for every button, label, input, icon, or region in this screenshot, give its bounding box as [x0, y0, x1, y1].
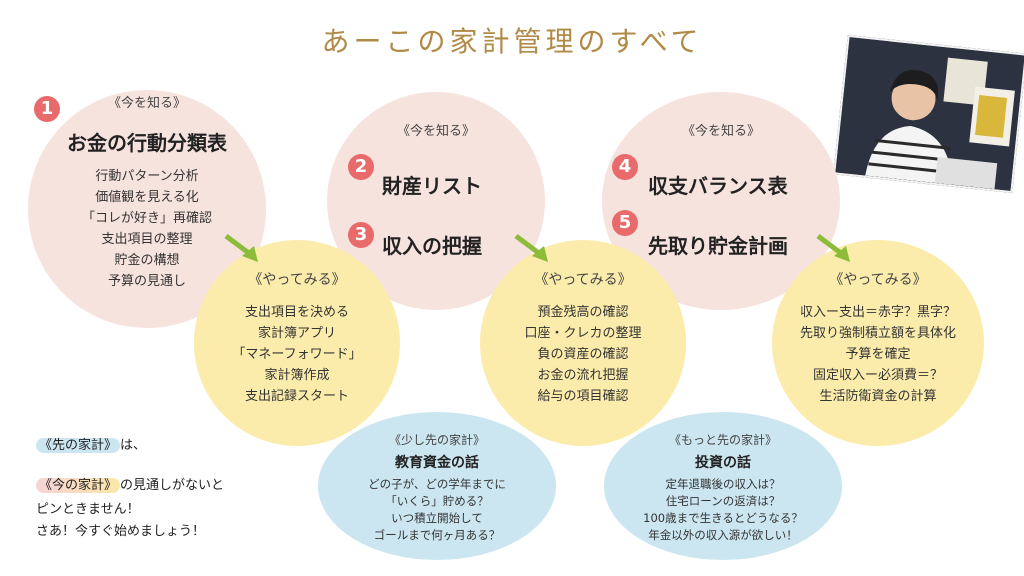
- try-circle-3: [772, 240, 984, 446]
- list-item: 価値観を見える化: [95, 190, 199, 205]
- list-item: 生活防衛資金の計算: [819, 389, 937, 404]
- future-tag: 《先の家計》: [36, 438, 121, 453]
- future-head-1: 教育資金の話: [395, 455, 479, 471]
- know-list-1: 行動パターン分析 価値観を見える化 「コレが好き」再確認 支出項目の整理 貯金の…: [28, 166, 266, 292]
- future-label-2: 《もっと先の家計》: [668, 433, 777, 447]
- note-line-2: 《今の家計》の見通しがないと: [36, 476, 224, 496]
- step-badge-4: 4: [612, 154, 638, 180]
- list-item: 家計簿アプリ: [257, 326, 336, 341]
- list-item: 負の資産の確認: [537, 347, 629, 362]
- note-line-4: さあ！今すぐ始めましょう！: [36, 524, 206, 539]
- future-circle-2: [604, 412, 842, 560]
- list-item: 預金残高の確認: [537, 305, 629, 320]
- try-circle-2: [480, 240, 686, 446]
- try-list-2: 預金残高の確認 口座・クレカの整理 負の資産の確認 お金の流れ把握 給与の項目確…: [480, 302, 686, 407]
- note-line-1: 《先の家計》は、: [36, 436, 146, 456]
- step-label-4: 収支バランス表: [648, 174, 788, 198]
- list-item: 収入ー支出＝赤字？黒字？: [799, 305, 956, 320]
- list-item: 年金以外の収入源が欲しい！: [648, 528, 798, 542]
- try-label-2: 《やってみる》: [534, 272, 632, 288]
- note-text: の見通しがないと: [120, 478, 225, 493]
- list-item: 口座・クレカの整理: [524, 326, 642, 341]
- list-item: 貯金の構想: [114, 253, 180, 268]
- list-item: いつ積立開始して: [391, 511, 483, 525]
- list-item: 家計簿作成: [264, 368, 330, 383]
- step-label-5: 先取り貯金計画: [648, 234, 788, 258]
- step-label-1: お金の行動分類表: [67, 131, 227, 155]
- arrow-icon: [224, 234, 258, 262]
- list-item: 100歳まで生きるとどうなる？: [643, 511, 803, 525]
- step-badge-2: 2: [348, 154, 374, 180]
- know-label-3: 《今を知る》: [681, 124, 760, 139]
- list-item: 住宅ローンの返済は？: [665, 494, 781, 508]
- step-badge-1: 1: [34, 96, 60, 122]
- list-item: 行動パターン分析: [95, 169, 199, 184]
- list-item: ゴールまで何ヶ月ある？: [373, 528, 501, 542]
- future-circle-1: [318, 412, 556, 560]
- future-label-1: 《少し先の家計》: [388, 433, 485, 447]
- list-item: 予算の見通し: [107, 274, 186, 289]
- list-item: どの子が、どの学年までに: [368, 477, 506, 491]
- arrow-icon: [514, 234, 548, 262]
- list-item: 「いくら」貯める？: [385, 494, 489, 508]
- step-badge-5: 5: [612, 210, 638, 236]
- list-item: お金の流れ把握: [537, 368, 629, 383]
- note-line-3: ピンときません！: [36, 502, 140, 517]
- try-label-1: 《やってみる》: [248, 272, 346, 288]
- note-text: は、: [120, 438, 147, 453]
- try-circle-1: [194, 240, 400, 446]
- list-item: 予算を確定: [845, 347, 911, 362]
- future-list-2: 定年退職後の収入は？ 住宅ローンの返済は？ 100歳まで生きるとどうなる？ 年金…: [604, 476, 842, 544]
- list-item: 支出記録スタート: [244, 389, 349, 404]
- list-item: 給与の項目確認: [537, 389, 629, 404]
- page-title: あーこの家計管理のすべて: [321, 25, 703, 58]
- list-item: 先取り強制積立額を具体化: [799, 326, 956, 341]
- future-list-1: どの子が、どの学年までに 「いくら」貯める？ いつ積立開始して ゴールまで何ヶ月…: [318, 476, 556, 544]
- know-label-2: 《今を知る》: [396, 124, 475, 139]
- list-item: 固定収入ー必須費＝？: [812, 368, 943, 383]
- step-badge-3: 3: [348, 222, 374, 248]
- list-item: 定年退職後の収入は？: [665, 477, 781, 491]
- step-label-3: 収入の把握: [382, 234, 482, 258]
- know-label-1: 《今を知る》: [107, 96, 186, 111]
- list-item: 「マネーフォワード」: [232, 347, 362, 362]
- arrow-icon: [816, 234, 850, 262]
- try-list-3: 収入ー支出＝赤字？黒字？ 先取り強制積立額を具体化 予算を確定 固定収入ー必須費…: [772, 302, 984, 407]
- author-photo: [833, 34, 1024, 194]
- list-item: 支出項目を決める: [244, 305, 349, 320]
- step-label-2: 財産リスト: [382, 174, 482, 198]
- now-tag: 《今の家計》: [36, 478, 121, 493]
- list-item: 「コレが好き」再確認: [81, 211, 212, 226]
- future-head-2: 投資の話: [695, 455, 751, 471]
- list-item: 支出項目の整理: [101, 232, 193, 247]
- try-list-1: 支出項目を決める 家計簿アプリ 「マネーフォワード」 家計簿作成 支出記録スター…: [194, 302, 400, 407]
- try-label-3: 《やってみる》: [829, 272, 927, 288]
